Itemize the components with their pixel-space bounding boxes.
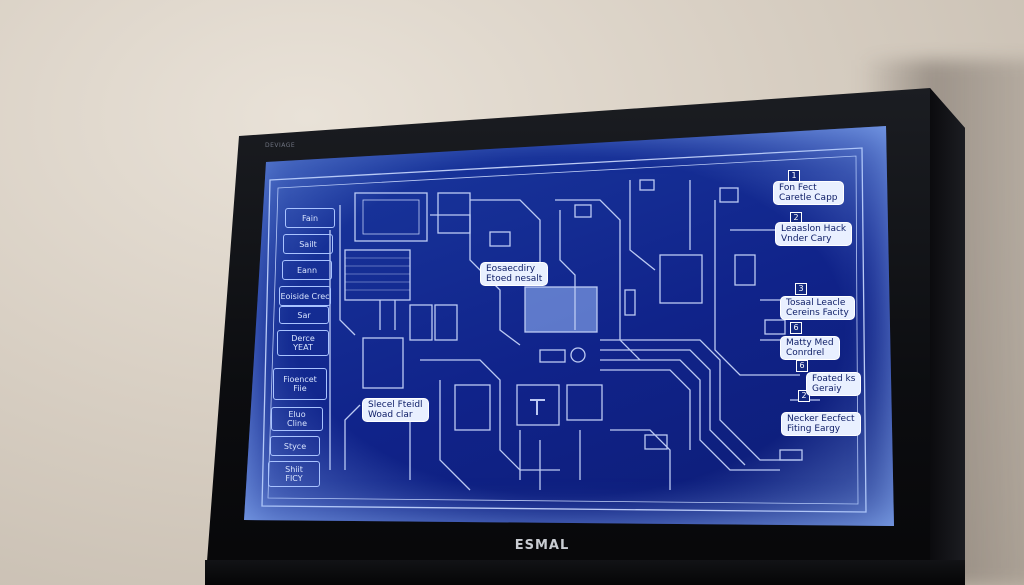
- chip-pair-b: [434, 304, 458, 341]
- component-10: [764, 319, 786, 335]
- chip-small: [437, 192, 471, 234]
- trace-p: [379, 300, 396, 330]
- trace-o: [519, 430, 581, 490]
- component-9: [734, 254, 756, 286]
- component-3: [639, 179, 655, 191]
- monitor-bottom-edge: [205, 560, 965, 585]
- marker-5: 6: [796, 360, 808, 372]
- chip-right: [659, 254, 703, 304]
- trace-i: [409, 380, 471, 491]
- trace-c: [555, 199, 641, 361]
- brand-logo: ESMAL: [514, 538, 570, 553]
- marker-3: 3: [795, 283, 807, 295]
- trace-k: [600, 349, 746, 466]
- chip-lower: [454, 384, 491, 431]
- side-button-2[interactable]: Sailt: [283, 234, 333, 254]
- component-8: [779, 449, 803, 461]
- chip-bottom-right: [566, 384, 603, 421]
- side-button-1[interactable]: Fain: [285, 208, 335, 228]
- component-4: [719, 187, 739, 203]
- monitor-side: [930, 88, 965, 585]
- chip-pair-a: [409, 304, 433, 341]
- chip-grid: [344, 249, 411, 301]
- chip-grid-lines: [345, 257, 410, 291]
- marker-1: 1: [788, 170, 800, 182]
- chip-top-left-inner: [362, 199, 420, 235]
- side-button-5[interactable]: Sar: [279, 306, 329, 324]
- side-button-9[interactable]: Styce: [270, 436, 320, 456]
- component-6: [539, 349, 566, 363]
- component-1: [489, 231, 511, 247]
- marker-4: 6: [790, 322, 802, 334]
- chip-left: [362, 337, 404, 389]
- component-5: [624, 289, 636, 316]
- trace-n: [610, 429, 671, 490]
- side-button-3[interactable]: Eann: [282, 260, 332, 280]
- chip-center: [524, 286, 598, 333]
- component-2: [574, 204, 592, 218]
- component-7: [644, 434, 668, 450]
- trace-e: [629, 180, 656, 271]
- side-button-4[interactable]: Eoiside Crec: [279, 286, 331, 306]
- trace-left: [329, 205, 361, 470]
- component-circle: [570, 347, 586, 363]
- component-symbol: [530, 399, 545, 415]
